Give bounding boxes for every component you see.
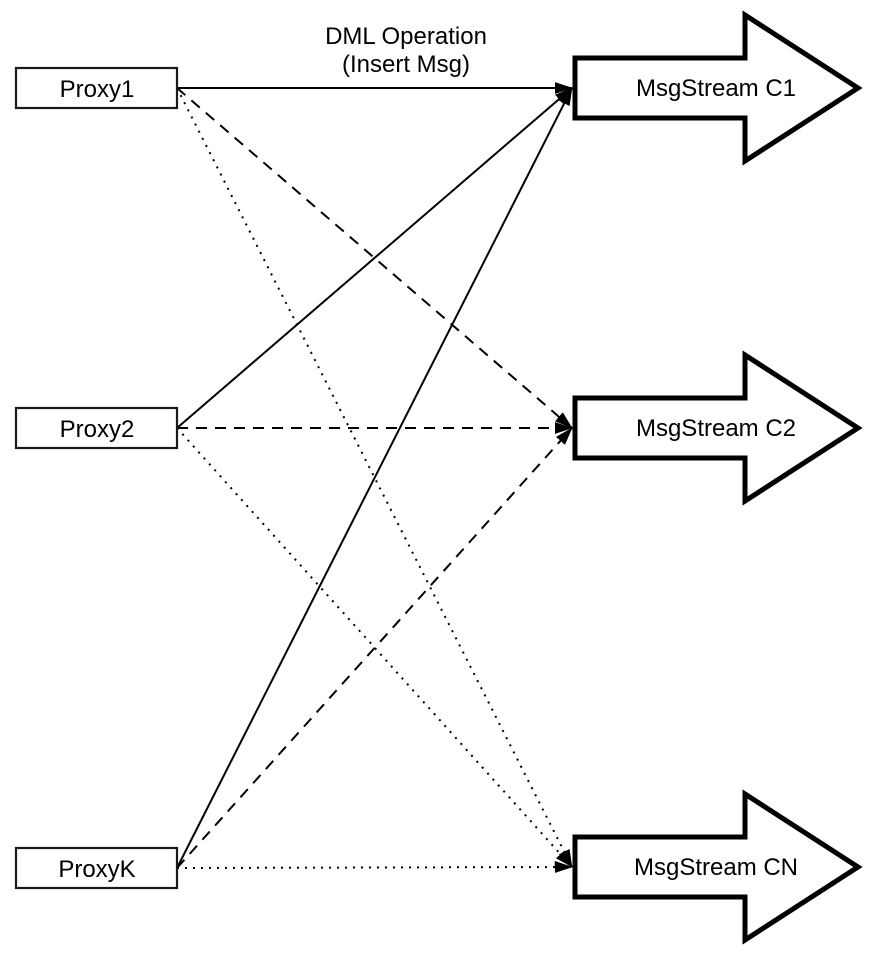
diagram-title-line1: DML Operation — [325, 23, 487, 50]
edge-proxyk-cn — [176, 861, 573, 874]
edge-proxy1-cn — [176, 87, 573, 868]
msgstream-c1-label: MsgStream C1 — [636, 75, 796, 102]
msgstream-cn-arrow-shape — [572, 789, 863, 945]
node-msgstream-c1: MsgStream C1 — [572, 10, 863, 166]
proxy2-box — [14, 406, 179, 450]
edge-proxy2-c1 — [176, 87, 573, 429]
edge-proxyk-c1 — [176, 87, 573, 869]
msgstream-c2-arrow-shape — [572, 350, 863, 506]
msgstream-c2-label: MsgStream C2 — [636, 415, 796, 442]
diagram-title-line2: (Insert Msg) — [342, 51, 470, 78]
node-proxy1: Proxy1 — [14, 66, 179, 110]
node-msgstream-c2: MsgStream C2 — [572, 350, 863, 506]
proxy2-label: Proxy2 — [60, 416, 135, 443]
diagram-title: DML Operation (Insert Msg) — [325, 23, 487, 78]
edge-proxyk-c2 — [176, 427, 573, 869]
msgstream-c1-arrow-shape — [572, 10, 863, 166]
proxyk-label: ProxyK — [58, 856, 135, 883]
edge-proxy1-c2 — [176, 87, 573, 429]
proxy1-label: Proxy1 — [60, 76, 135, 103]
msgstream-cn-label: MsgStream CN — [634, 854, 798, 881]
node-proxy2: Proxy2 — [14, 406, 179, 450]
edge-layer — [176, 82, 573, 874]
proxyk-box — [14, 846, 179, 890]
node-proxyk: ProxyK — [14, 846, 179, 890]
proxy1-box — [14, 66, 179, 110]
node-msgstream-cn: MsgStream CN — [572, 789, 863, 945]
